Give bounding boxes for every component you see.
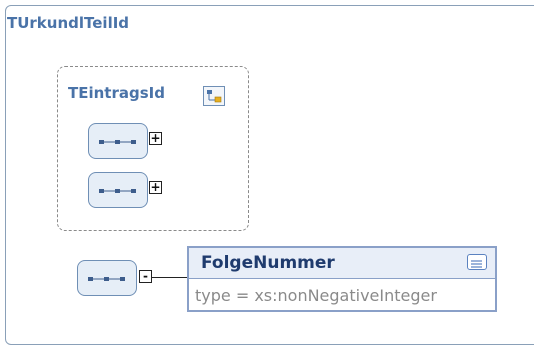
group-box	[57, 66, 249, 231]
sequence-compositor-3[interactable]	[77, 260, 137, 296]
sequence-icon	[99, 189, 136, 193]
expand-button[interactable]: +	[149, 180, 162, 194]
expand-button[interactable]: +	[149, 131, 162, 145]
complex-type-icon	[203, 86, 225, 106]
sequence-icon	[88, 277, 125, 281]
sequence-icon	[99, 140, 136, 144]
element-header: FolgeNummer	[189, 248, 495, 279]
connector-line	[160, 277, 187, 278]
collapse-button[interactable]: -	[139, 270, 152, 283]
element-box[interactable]: FolgeNummer type = xs:nonNegativeInteger	[187, 246, 497, 312]
element-type: type = xs:nonNegativeInteger	[195, 286, 437, 305]
documentation-icon	[467, 254, 487, 270]
group-title: TEintragsId	[68, 84, 165, 102]
sequence-compositor-1[interactable]	[88, 123, 148, 159]
connector-line	[152, 277, 161, 278]
element-name: FolgeNummer	[201, 253, 335, 273]
sequence-compositor-2[interactable]	[88, 172, 148, 208]
complex-type-title: TUrkundlTeilId	[7, 14, 130, 32]
